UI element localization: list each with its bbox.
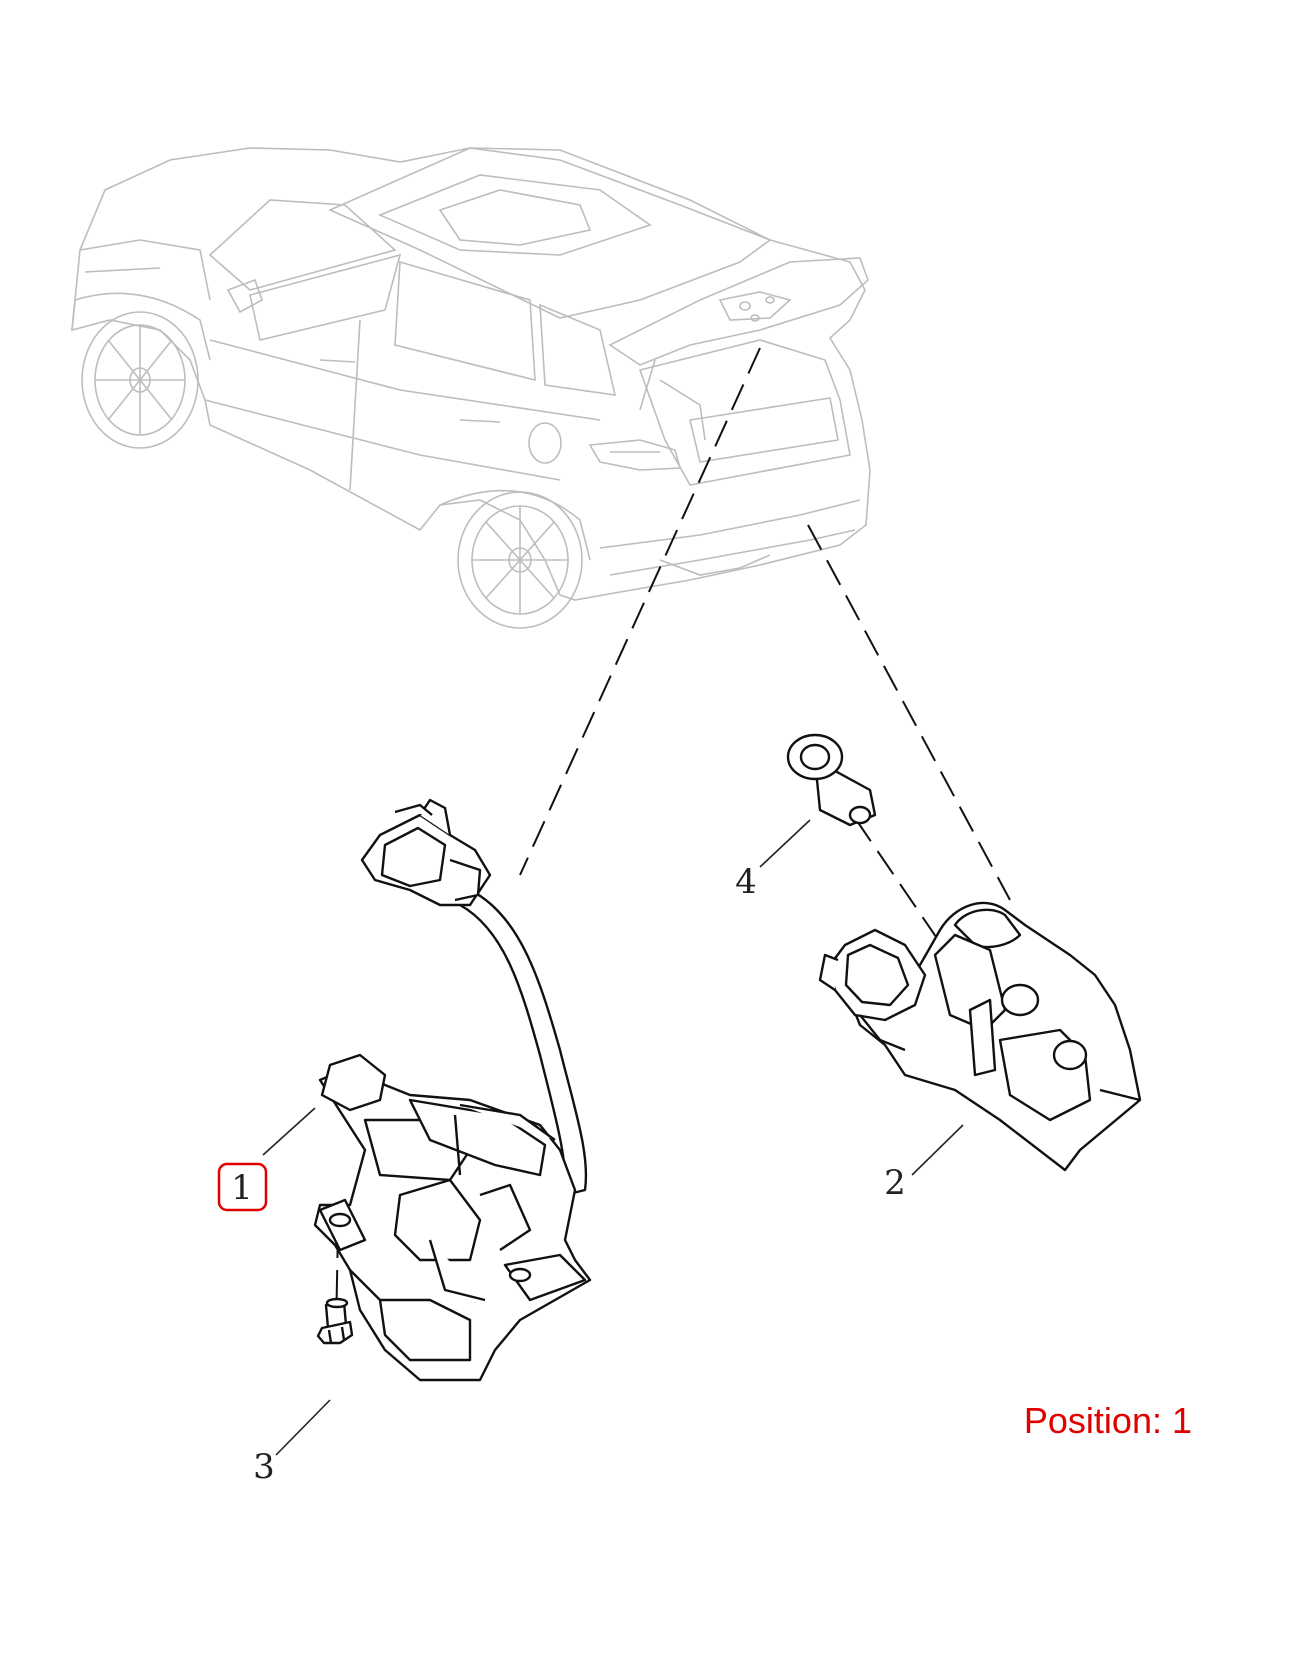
leader-4 (759, 819, 811, 868)
latch-assembly (313, 798, 592, 1382)
bolt-3 (316, 1297, 354, 1345)
leader-3 (275, 1399, 331, 1456)
callout-2[interactable]: 2 (884, 1163, 906, 1203)
callout-1-highlight-box (217, 1162, 268, 1212)
callout-4[interactable]: 4 (735, 862, 757, 902)
leader-lines (262, 819, 964, 1456)
dash-line-latch (519, 347, 761, 876)
position-label: Position: 1 (1023, 1400, 1192, 1441)
callout-3[interactable]: 3 (253, 1447, 275, 1487)
leader-1 (262, 1107, 316, 1156)
leader-2 (911, 1124, 964, 1176)
dash-line-bolt-4 (854, 817, 946, 951)
striker-assembly (818, 901, 1142, 1172)
dash-line-striker (807, 524, 1011, 901)
bolt-4 (786, 733, 877, 827)
vehicle-illustration (71, 147, 871, 629)
callout-1[interactable]: 1 (231, 1168, 253, 1208)
callouts: 1 2 3 4 (217, 862, 906, 1487)
